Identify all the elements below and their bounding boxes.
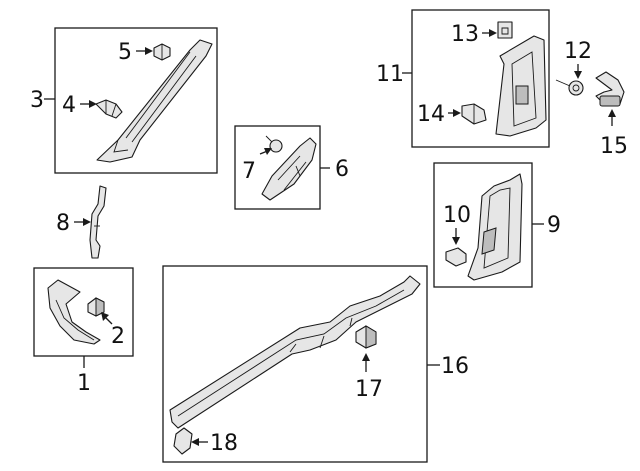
clip-18 bbox=[173, 427, 193, 455]
screw-12-shaft bbox=[555, 79, 571, 87]
screw-12 bbox=[568, 80, 584, 96]
group-b-pillar-upper-11 bbox=[402, 9, 550, 148]
callout-6: 6 bbox=[335, 157, 349, 182]
callout-18: 18 bbox=[210, 431, 238, 456]
callout-8: 8 bbox=[56, 211, 70, 236]
clip-13 bbox=[497, 21, 513, 39]
sill-plate-part bbox=[169, 275, 421, 429]
callout-4: 4 bbox=[62, 93, 76, 118]
bolt-7 bbox=[269, 139, 283, 153]
callout-13: 13 bbox=[451, 22, 479, 47]
group-a-pillar-trim bbox=[44, 27, 218, 174]
callout-7: 7 bbox=[242, 159, 256, 184]
callout-17: 17 bbox=[355, 377, 383, 402]
group-sill-plate-16 bbox=[162, 265, 440, 463]
callout-2: 2 bbox=[111, 324, 125, 349]
callout-3: 3 bbox=[30, 88, 44, 113]
callout-15: 15 bbox=[600, 134, 628, 159]
group-b-pillar-lower-9 bbox=[433, 162, 544, 288]
callout-10: 10 bbox=[443, 203, 471, 228]
group-bracket-6 bbox=[234, 125, 330, 210]
bracket-part bbox=[261, 137, 317, 201]
callout-12: 12 bbox=[564, 39, 592, 64]
callout-16: 16 bbox=[441, 354, 469, 379]
clip-10 bbox=[445, 247, 467, 267]
callout-9: 9 bbox=[547, 213, 561, 238]
group-bracket-8 bbox=[74, 185, 107, 259]
callout-5: 5 bbox=[118, 40, 132, 65]
lower-trim-part bbox=[47, 279, 101, 345]
a-pillar-trim-part bbox=[96, 39, 213, 163]
callout-14: 14 bbox=[417, 102, 445, 127]
bracket-8-part bbox=[89, 185, 107, 259]
group-lower-trim-1 bbox=[33, 267, 134, 368]
group-parts-12-15 bbox=[555, 64, 625, 126]
callout-labels: 1 2 3 4 5 6 7 8 9 10 11 12 13 14 15 16 1… bbox=[30, 22, 628, 456]
callout-1: 1 bbox=[77, 371, 91, 396]
callout-11: 11 bbox=[376, 62, 404, 87]
